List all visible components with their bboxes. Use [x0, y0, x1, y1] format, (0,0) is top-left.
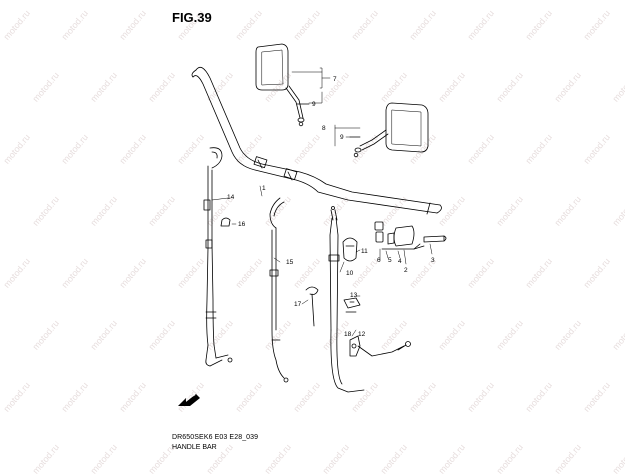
- hose-clamp-part: [305, 286, 319, 327]
- callout-2: 2: [404, 267, 408, 274]
- callout-9a: 9: [312, 101, 316, 108]
- figure-caption: HANDLE BAR: [172, 444, 217, 451]
- callout-5: 5: [388, 257, 392, 264]
- left-mirror-part: [255, 43, 310, 127]
- callout-16: 16: [238, 221, 246, 228]
- right-mirror-part: [349, 102, 429, 158]
- callout-9b: 9: [340, 134, 344, 141]
- callout-10: 10: [346, 270, 354, 277]
- handlebar-part: [191, 66, 442, 215]
- switch-assembly-part: [342, 221, 447, 262]
- callout-12: 12: [358, 331, 366, 338]
- leader-lines: [211, 67, 433, 337]
- callout-3: 3: [431, 257, 435, 264]
- callout-1: 1: [262, 185, 266, 192]
- callout-7: 7: [333, 76, 337, 83]
- cable-10-part: [328, 206, 365, 393]
- figure-title: FIG.39: [172, 10, 212, 25]
- callout-labels: 1 2 3 4 5 6 7 8 9 9 10 11 12 13 14 15 16…: [227, 76, 435, 338]
- callout-13: 13: [350, 292, 358, 299]
- callout-8: 8: [322, 125, 326, 132]
- callout-4: 4: [398, 258, 402, 265]
- callout-18: 18: [344, 331, 352, 338]
- callout-14: 14: [227, 194, 235, 201]
- clamp-part: [220, 217, 231, 227]
- drawing-code: DR650SEK6 E03 E28_039: [172, 434, 259, 441]
- callout-6: 6: [377, 257, 381, 264]
- lever-bracket-part: [343, 297, 411, 357]
- throttle-cable-part: [203, 147, 233, 367]
- front-arrow-icon: [178, 394, 200, 406]
- callout-11: 11: [361, 248, 368, 255]
- clutch-cable-part: [269, 197, 289, 383]
- callout-15: 15: [286, 259, 294, 266]
- callout-17: 17: [294, 301, 302, 308]
